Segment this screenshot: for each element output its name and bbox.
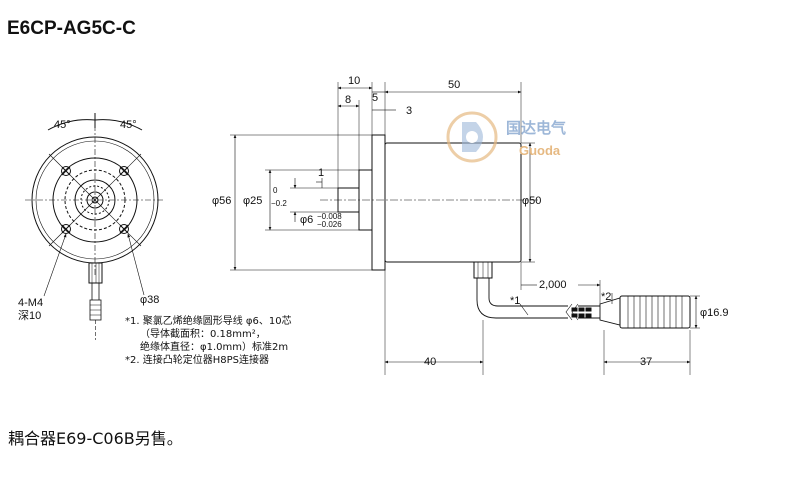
caption-text: 耦合器E69-C06B另售。 — [8, 429, 183, 448]
front-view — [25, 113, 165, 340]
page-title: E6CP-AG5C-C — [7, 18, 136, 39]
dia-25-tol-upper: 0 — [273, 186, 278, 195]
dim-37: 37 — [640, 356, 652, 368]
dim-8: 8 — [345, 94, 351, 106]
dim-1: 1 — [318, 167, 324, 179]
logo-text-en: Guoda — [519, 143, 561, 158]
technical-drawing: 45° 45° 4-M4 深10 φ38 — [18, 75, 729, 375]
dia-6-tol-upper: −0.008 — [317, 212, 342, 221]
note-1-line-2: （导体截面积：0.18mm²， — [140, 327, 266, 340]
mark-2: *2 — [601, 291, 611, 303]
mark-1: *1 — [510, 295, 520, 307]
dim-50-top: 50 — [448, 79, 460, 91]
note-2: *2. 连接凸轮定位器H8PS连接器 — [125, 353, 269, 366]
note-1-line-3: 绝缘体直径：φ1.0mm）标准2m — [140, 340, 288, 353]
side-view — [230, 82, 700, 375]
dia-56: φ56 — [212, 195, 231, 207]
depth-label: 深10 — [18, 309, 41, 322]
angle-right-label: 45° — [120, 119, 137, 131]
dia-6: φ6 — [300, 214, 313, 226]
note-1-line-1: *1. 聚氯乙烯绝缘圆形导线 φ6、10芯 — [125, 314, 292, 327]
logo-text-cn: 国达电气 — [506, 119, 566, 137]
dia-25-tol-lower: −0.2 — [271, 199, 287, 208]
dim-3: 3 — [406, 105, 412, 117]
dim-40: 40 — [424, 356, 436, 368]
dia-6-tol-lower: −0.026 — [317, 220, 342, 229]
angle-left-label: 45° — [54, 119, 71, 131]
diameter-38-label: φ38 — [140, 294, 159, 306]
guoda-logo: 国达电气 Guoda — [446, 111, 566, 163]
dim-10: 10 — [348, 75, 360, 87]
dia-50: φ50 — [522, 195, 541, 207]
dim-5: 5 — [372, 92, 378, 104]
dia-25: φ25 — [243, 195, 262, 207]
holes-label: 4-M4 — [18, 297, 43, 309]
dia-16-9: φ16.9 — [700, 307, 729, 319]
dim-2000: 2,000 — [539, 279, 567, 291]
